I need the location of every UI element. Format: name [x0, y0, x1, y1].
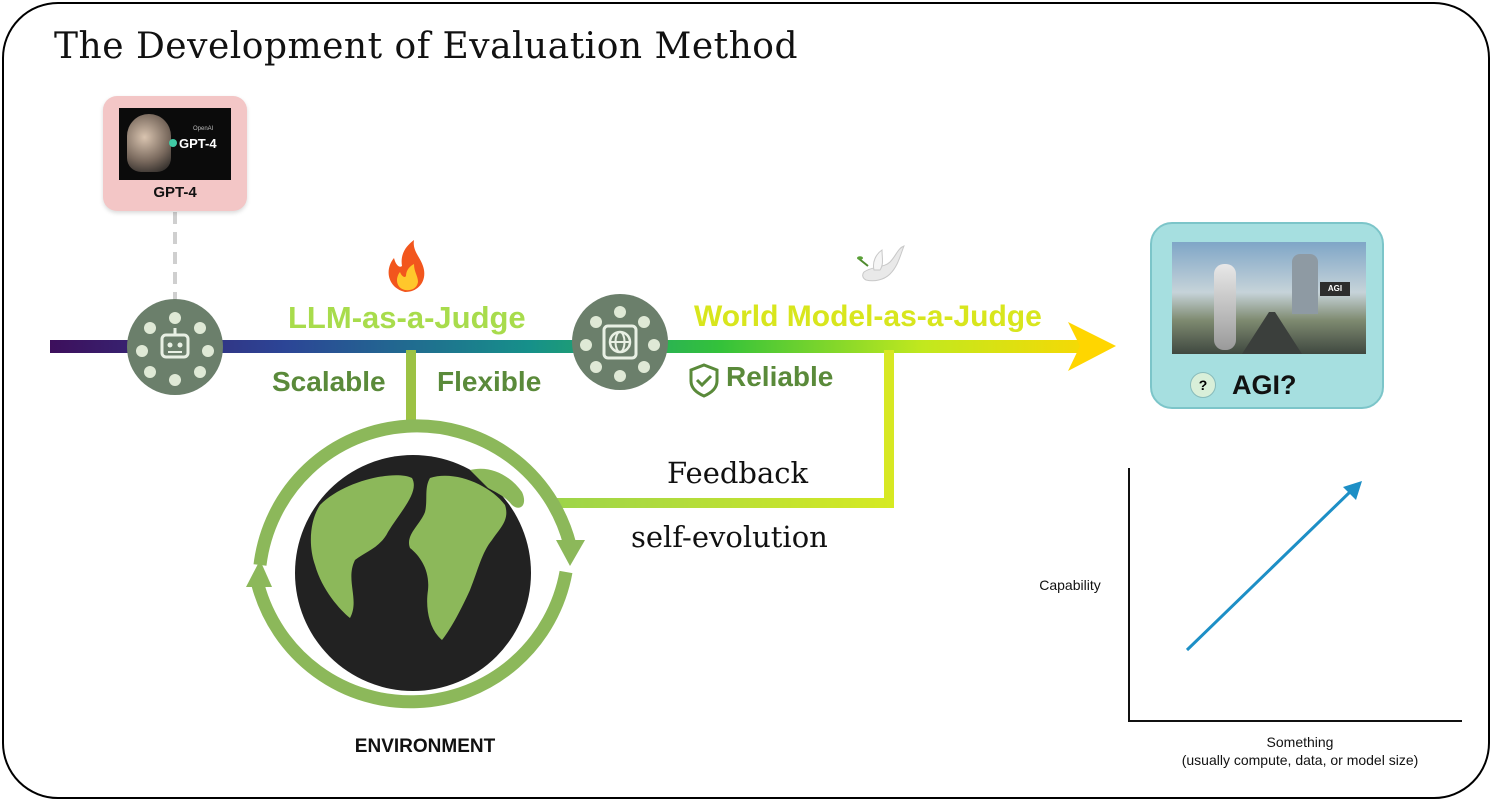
shield-check-icon	[689, 363, 719, 398]
page-title: The Development of Evaluation Method	[54, 26, 799, 67]
agi-card: AGI ? AGI?	[1150, 222, 1384, 409]
agi-label: AGI?	[1232, 370, 1297, 400]
globe-icon	[602, 324, 638, 360]
chart-trend-line	[1185, 488, 1354, 652]
tower-image	[1292, 254, 1318, 314]
cycle-arrow-top	[253, 419, 577, 566]
road-image	[1242, 312, 1302, 354]
environment-globe	[246, 419, 585, 709]
llm-judge-label: LLM-as-a-Judge	[288, 300, 526, 335]
robot-figure-image	[1214, 264, 1236, 350]
feedback-horizontal	[555, 498, 894, 508]
cycle-arrow-bottom	[251, 570, 573, 709]
question-icon: ?	[1190, 372, 1216, 398]
chart-x-label-line1: Something	[1266, 734, 1334, 750]
gpt4-card: OpenAI GPT-4 GPT-4	[103, 96, 247, 211]
gpt4-label: GPT-4	[153, 184, 197, 201]
gpt4-thumb-sub: OpenAI	[193, 126, 214, 132]
earth-continent-americas	[310, 475, 414, 618]
robot-head-image	[127, 114, 171, 172]
feedback-vertical	[884, 350, 894, 508]
gpt4-thumb-text: GPT-4	[179, 136, 217, 151]
feedback-label: Feedback	[667, 456, 809, 490]
world-judge-label: World Model-as-a-Judge	[694, 300, 1042, 333]
self-evolution-label: self-evolution	[631, 520, 828, 554]
earth-continent-africa	[408, 475, 507, 640]
chart-trend-arrowhead	[1343, 481, 1362, 500]
robot-icon	[160, 328, 190, 359]
cycle-arrowhead-left	[246, 560, 272, 587]
gpt4-thumbnail: OpenAI GPT-4	[119, 108, 231, 180]
earth-continent-asia	[470, 468, 525, 508]
world-judge-node	[572, 294, 668, 390]
environment-label: ENVIRONMENT	[354, 736, 496, 757]
reliable-label: Reliable	[726, 361, 834, 392]
robot-judge-node	[127, 299, 223, 395]
agi-sign: AGI	[1320, 282, 1350, 296]
environment-connector	[406, 350, 416, 420]
agi-thumbnail: AGI	[1172, 242, 1366, 354]
scalable-label: Scalable	[272, 366, 386, 397]
openai-logo-icon	[169, 139, 177, 147]
timeline-arrow-shaft	[50, 340, 1080, 353]
fire-icon	[388, 240, 425, 292]
timeline-arrowhead	[1068, 322, 1116, 371]
chart-y-label: Capability	[1039, 577, 1101, 593]
capability-chart	[1128, 468, 1462, 722]
dove-icon	[857, 245, 905, 282]
cycle-arrowhead-right	[556, 540, 585, 566]
chart-x-label-line2: (usually compute, data, or model size)	[1181, 752, 1419, 768]
flexible-label: Flexible	[437, 366, 542, 397]
